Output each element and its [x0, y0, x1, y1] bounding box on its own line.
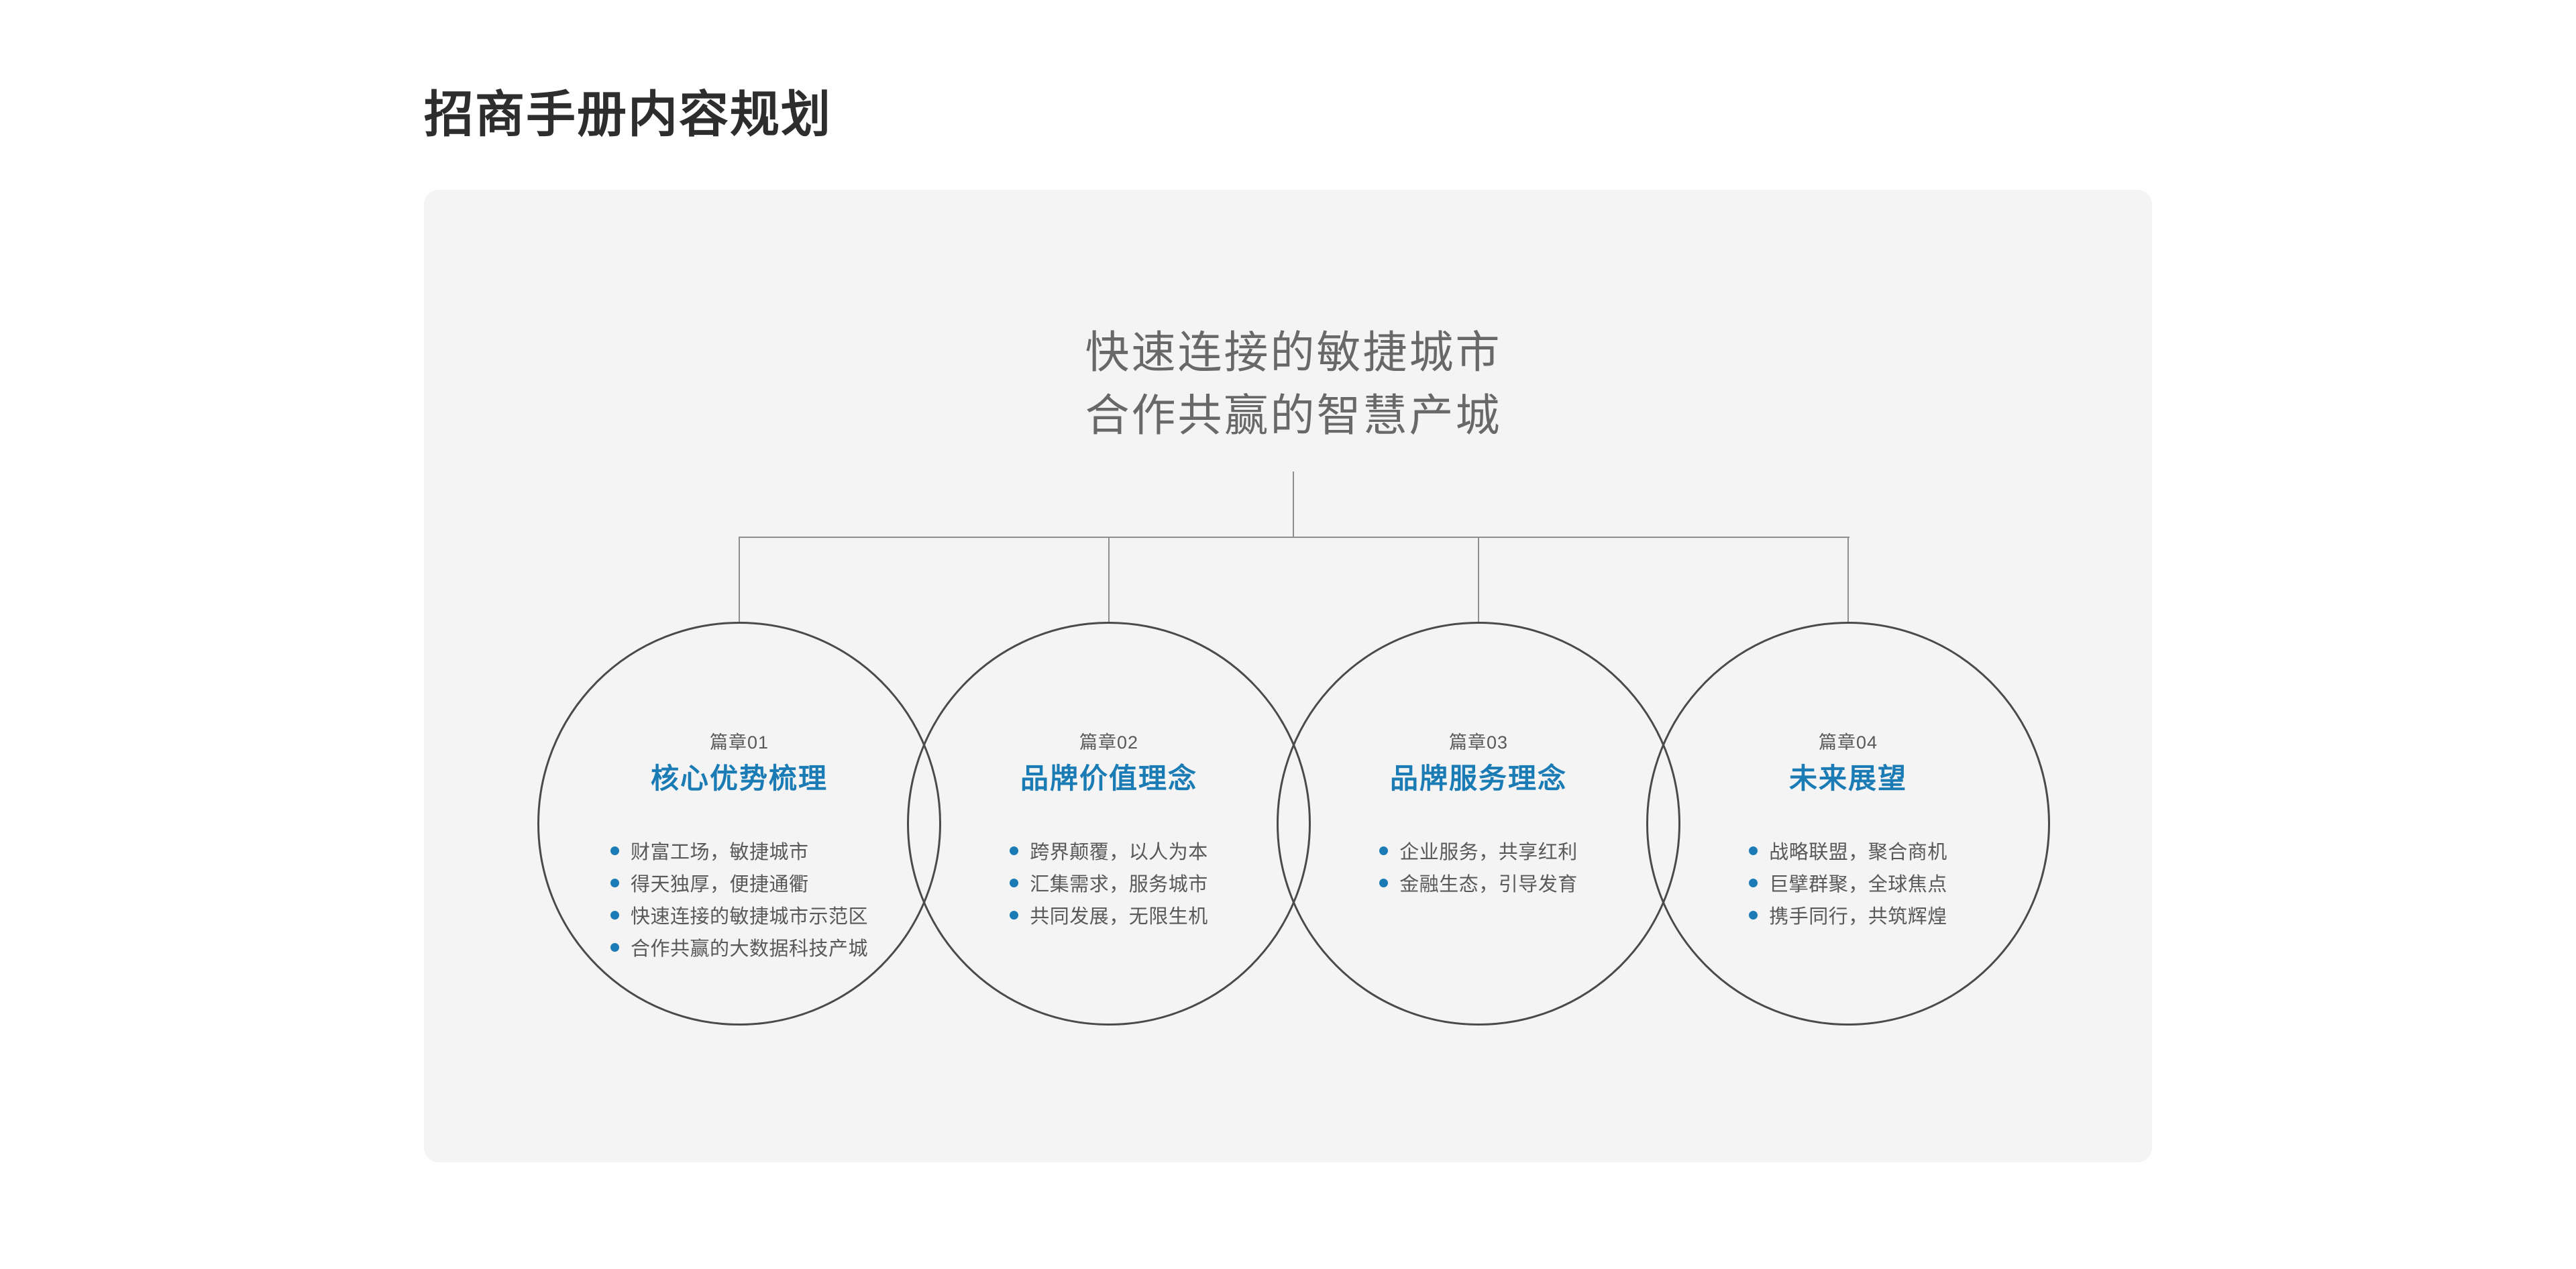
chapter-bullet-list: 财富工场，敏捷城市 得天独厚，便捷通衢 快速连接的敏捷城市示范区 合作共赢的大数… [610, 834, 868, 963]
bullet-text: 合作共赢的大数据科技产城 [630, 938, 868, 960]
bullet-text: 企业服务，共享红利 [1399, 842, 1578, 863]
root-heading-line2: 合作共赢的智慧产城 [1085, 390, 1502, 441]
chapter-title: 未来展望 [1788, 763, 1907, 794]
bullet-dot-icon [610, 846, 619, 855]
connector-drop-2 [1108, 537, 1110, 622]
chapter-bullet-list: 跨界颠覆，以人为本 汇集需求，服务城市 共同发展，无限生机 [1010, 834, 1208, 931]
page-title: 招商手册内容规划 [424, 87, 832, 142]
bullet-item: 汇集需求，服务城市 [1010, 867, 1208, 899]
chapter-circle-2: 篇章02 品牌价值理念 跨界颠覆，以人为本 汇集需求，服务城市 共同发展，无限生… [907, 622, 1311, 1026]
bullet-text: 金融生态，引导发育 [1399, 874, 1578, 895]
root-heading: 快速连接的敏捷城市 合作共赢的智慧产城 [1085, 321, 1502, 447]
chapter-label: 篇章04 [1818, 732, 1878, 753]
bullet-text: 跨界颠覆，以人为本 [1030, 842, 1208, 863]
bullet-dot-icon [1379, 846, 1389, 855]
bullet-dot-icon [610, 910, 619, 920]
bullet-text: 共同发展，无限生机 [1030, 906, 1208, 928]
bullet-dot-icon [1010, 846, 1019, 855]
connector-horizontal [739, 537, 1849, 538]
chapter-bullet-list: 战略联盟，聚合商机 巨擘群聚，全球焦点 携手同行，共筑辉煌 [1749, 834, 1947, 931]
connector-drop-4 [1847, 537, 1849, 622]
bullet-text: 财富工场，敏捷城市 [630, 842, 809, 863]
bullet-text: 巨擘群聚，全球焦点 [1769, 874, 1947, 895]
chapter-title: 核心优势梳理 [650, 763, 828, 794]
chapter-bullet-list: 企业服务，共享红利 金融生态，引导发育 [1379, 834, 1578, 899]
bullet-dot-icon [1749, 910, 1758, 920]
bullet-item: 金融生态，引导发育 [1379, 867, 1578, 899]
bullet-item: 跨界颠覆，以人为本 [1010, 834, 1208, 867]
bullet-dot-icon [610, 878, 619, 887]
bullet-dot-icon [1749, 878, 1758, 887]
chapter-circle-4: 篇章04 未来展望 战略联盟，聚合商机 巨擘群聚，全球焦点 携手同行，共筑辉煌 [1646, 622, 2050, 1026]
chapter-title: 品牌价值理念 [1020, 763, 1197, 794]
bullet-dot-icon [1010, 910, 1019, 920]
bullet-dot-icon [1379, 878, 1389, 887]
bullet-text: 汇集需求，服务城市 [1030, 874, 1208, 895]
bullet-dot-icon [1749, 846, 1758, 855]
bullet-item: 战略联盟，聚合商机 [1749, 834, 1947, 867]
bullet-item: 得天独厚，便捷通衢 [610, 867, 868, 899]
bullet-text: 得天独厚，便捷通衢 [630, 874, 809, 895]
chapter-title: 品牌服务理念 [1389, 763, 1567, 794]
connector-drop-3 [1478, 537, 1479, 622]
bullet-text: 战略联盟，聚合商机 [1769, 842, 1947, 863]
bullet-item: 企业服务，共享红利 [1379, 834, 1578, 867]
bullet-item: 共同发展，无限生机 [1010, 899, 1208, 931]
bullet-item: 巨擘群聚，全球焦点 [1749, 867, 1947, 899]
bullet-text: 快速连接的敏捷城市示范区 [630, 906, 868, 928]
bullet-dot-icon [1010, 878, 1019, 887]
root-heading-line1: 快速连接的敏捷城市 [1085, 327, 1502, 377]
bullet-item: 合作共赢的大数据科技产城 [610, 931, 868, 963]
bullet-item: 财富工场，敏捷城市 [610, 834, 868, 867]
chapter-circle-3: 篇章03 品牌服务理念 企业服务，共享红利 金融生态，引导发育 [1277, 622, 1680, 1026]
chapter-label: 篇章02 [1079, 732, 1139, 753]
chapter-label: 篇章03 [1448, 732, 1509, 753]
connector-stem [1293, 472, 1294, 537]
bullet-item: 快速连接的敏捷城市示范区 [610, 899, 868, 931]
chapter-label: 篇章01 [709, 732, 769, 753]
bullet-dot-icon [610, 942, 619, 952]
chapter-circle-1: 篇章01 核心优势梳理 财富工场，敏捷城市 得天独厚，便捷通衢 快速连接的敏捷城… [537, 622, 941, 1026]
connector-drop-1 [739, 537, 740, 622]
bullet-item: 携手同行，共筑辉煌 [1749, 899, 1947, 931]
bullet-text: 携手同行，共筑辉煌 [1769, 906, 1947, 928]
